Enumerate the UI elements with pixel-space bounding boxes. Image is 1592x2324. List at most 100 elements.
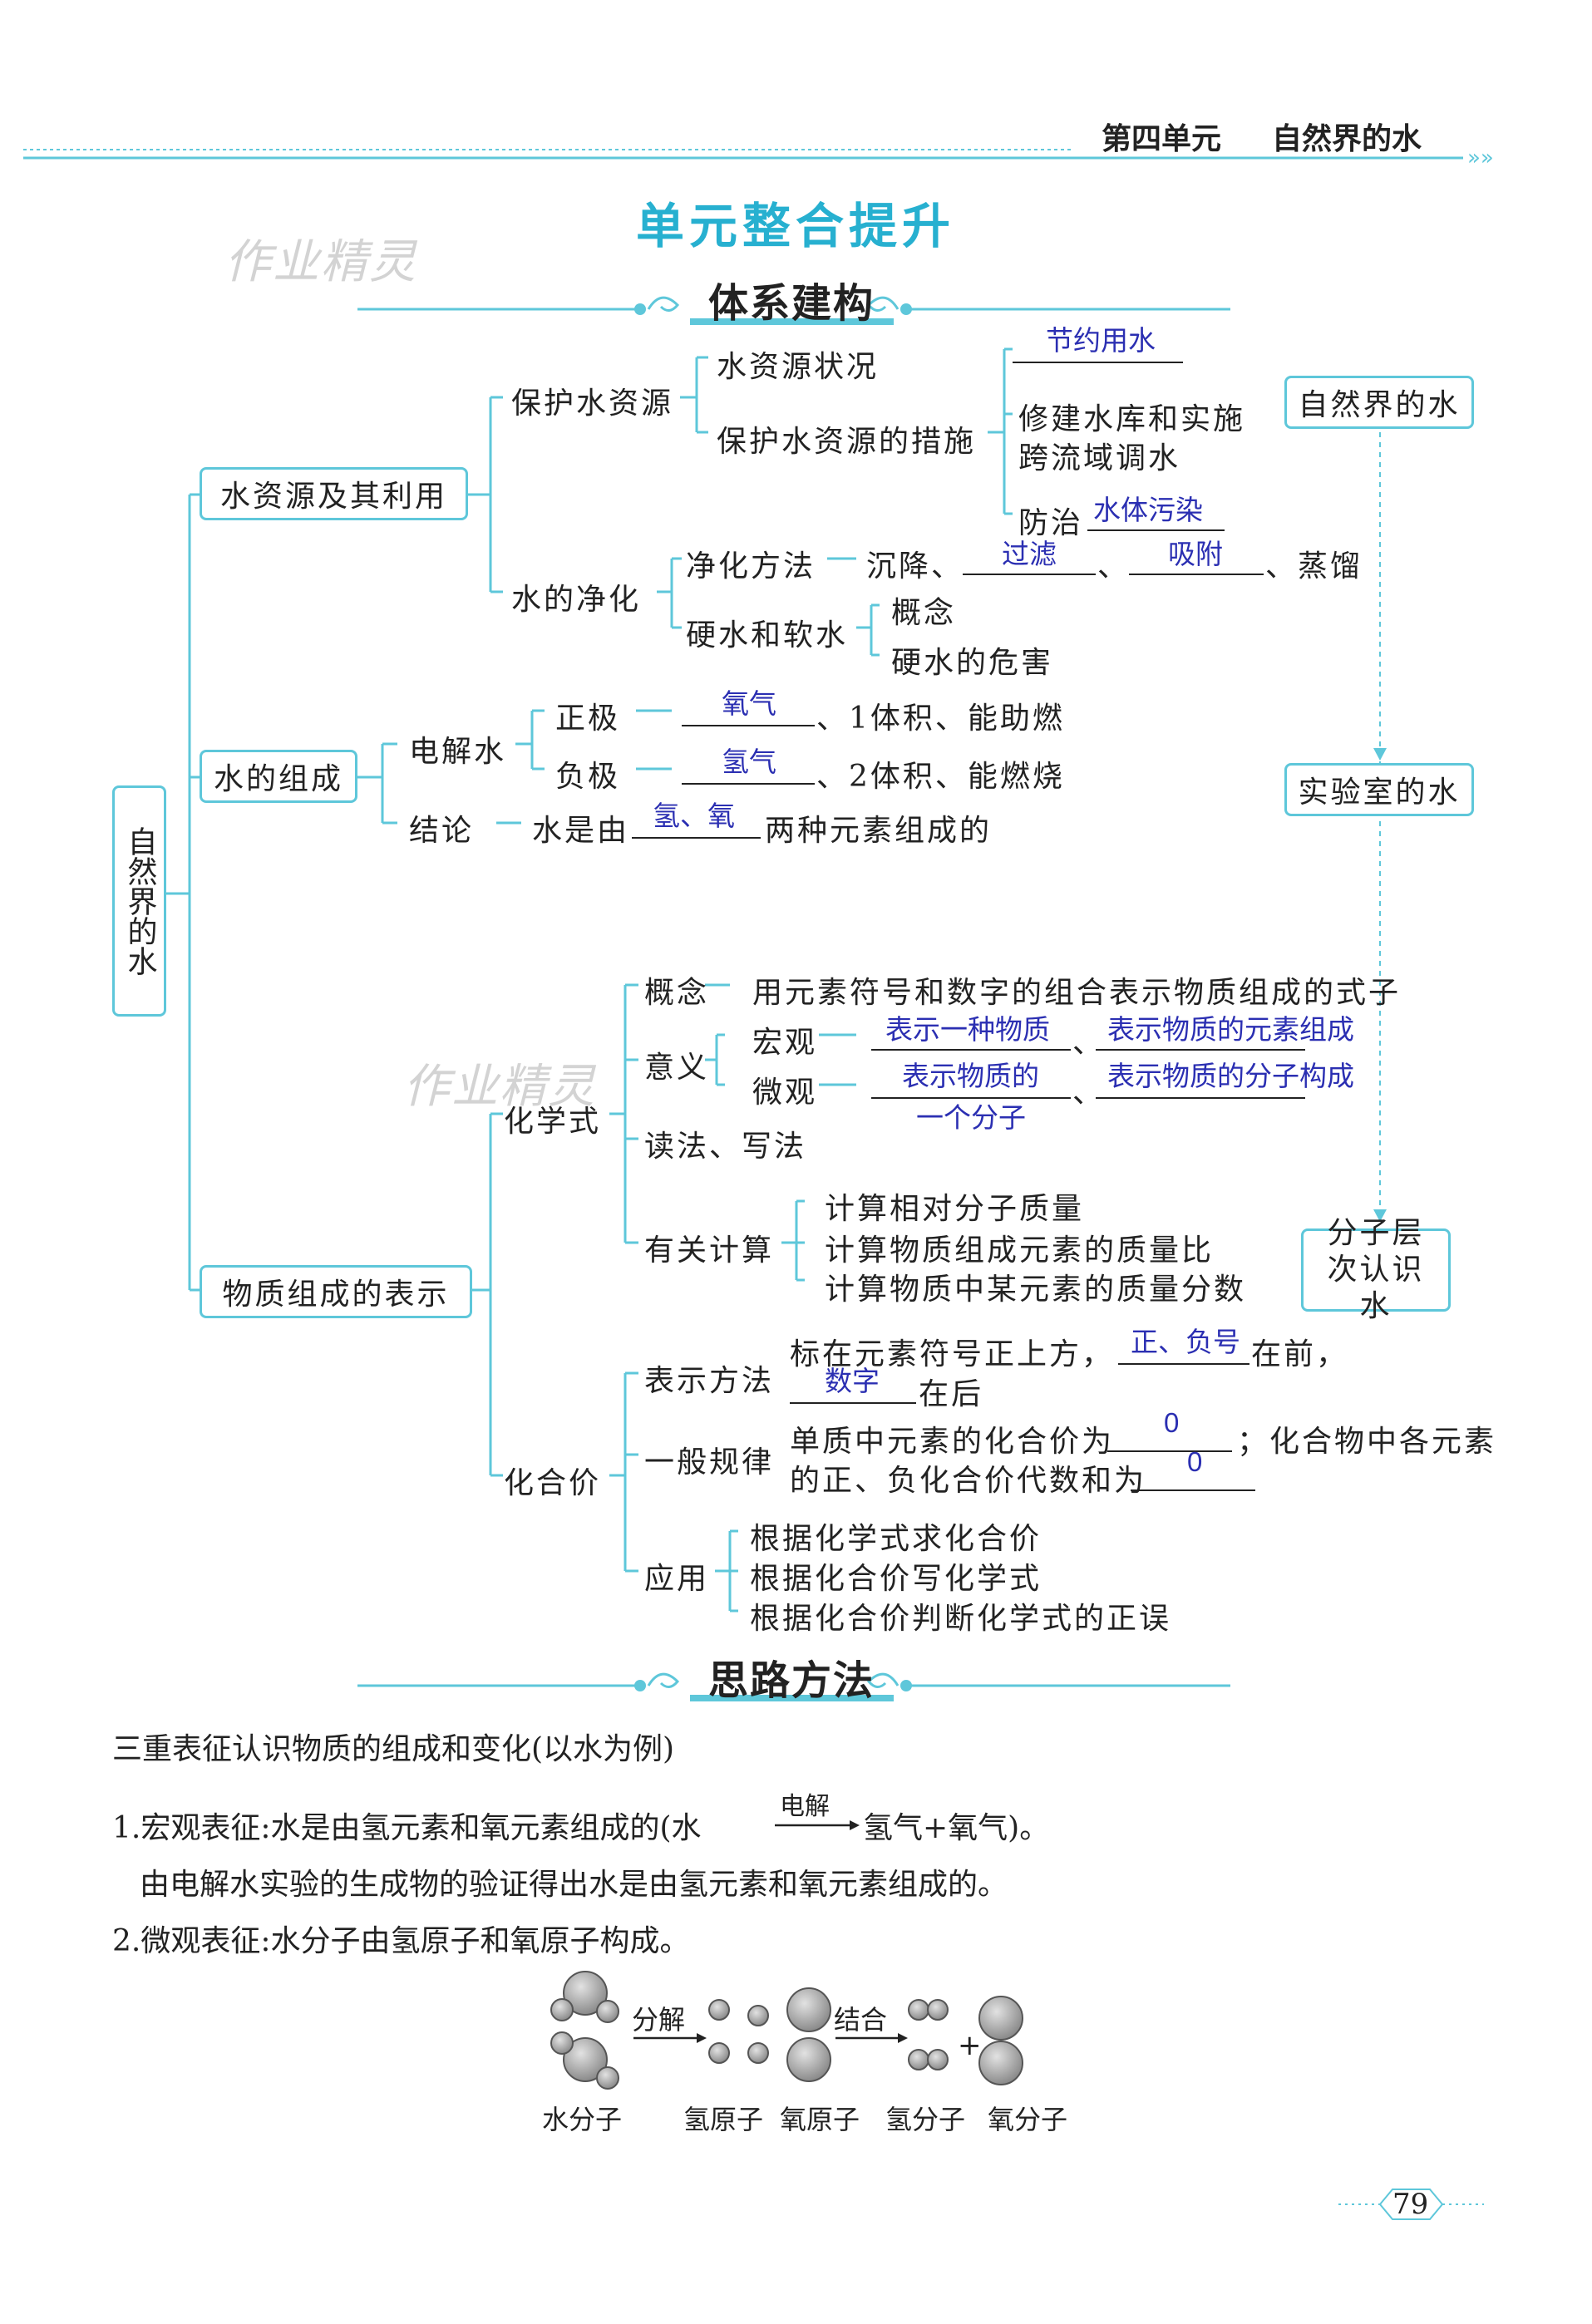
read-write: 读法、写法 bbox=[644, 1130, 807, 1164]
apply-1: 根据化学式求化合价 bbox=[750, 1522, 1042, 1556]
valence-rule: 一般规律 bbox=[644, 1445, 775, 1480]
blank-zero-1 bbox=[1107, 1450, 1232, 1452]
answer-micro-2: 表示物质的分子构成 bbox=[1107, 1061, 1354, 1091]
root-label: 自然界的水 bbox=[122, 826, 157, 976]
svg-text:+: + bbox=[958, 2029, 982, 2062]
answer-elements: 氢、氧 bbox=[653, 800, 735, 831]
valence-method: 表示方法 bbox=[644, 1364, 775, 1398]
positive-electrode: 正极 bbox=[555, 702, 621, 736]
prevent: 防治 bbox=[1018, 506, 1084, 540]
right-box-lab-water: 实验室的水 bbox=[1284, 763, 1474, 816]
blank-adsorb bbox=[1129, 574, 1264, 575]
rule-text-2: ；化合物中各元素 bbox=[1237, 1425, 1497, 1459]
unit-topic: 自然界的水 bbox=[1272, 122, 1422, 156]
blank-micro-1 bbox=[871, 1097, 1071, 1099]
answer-macro-2: 表示物质的元素组成 bbox=[1107, 1014, 1354, 1045]
label-water-molecule: 水分子 bbox=[542, 2104, 623, 2135]
valence-apply: 应用 bbox=[644, 1562, 710, 1596]
answer-macro-1: 表示一种物质 bbox=[885, 1014, 1050, 1045]
blank-macro-1 bbox=[871, 1049, 1071, 1051]
blank-macro-2 bbox=[1096, 1049, 1305, 1051]
answer-micro-1a: 表示物质的 bbox=[902, 1061, 1039, 1091]
protect-measures: 保护水资源的措施 bbox=[717, 425, 977, 459]
blank-digit bbox=[790, 1402, 916, 1404]
watermark-top: 作业精灵 bbox=[224, 235, 417, 289]
label-oxygen-atom: 氧原子 bbox=[780, 2104, 860, 2135]
purify-method: 净化方法 bbox=[686, 549, 816, 583]
micro: 微观 bbox=[752, 1076, 818, 1110]
root-box: 自然界的水 bbox=[112, 785, 166, 1017]
section2-banner-deco bbox=[357, 1672, 1230, 1701]
blank-elements bbox=[632, 837, 761, 839]
water-transfer: 跨流域调水 bbox=[1018, 441, 1181, 475]
valence: 化合价 bbox=[504, 1466, 602, 1500]
answer-micro-1b: 一个分子 bbox=[916, 1102, 1026, 1133]
answer-digit: 数字 bbox=[825, 1366, 880, 1396]
node-water-resources: 水资源及其利用 bbox=[200, 467, 468, 520]
blank-micro-2 bbox=[1096, 1097, 1305, 1099]
blank-filter bbox=[963, 574, 1096, 575]
water-status: 水资源状况 bbox=[717, 350, 880, 384]
hard-water-concept: 概念 bbox=[891, 596, 957, 630]
negative-electrode: 负极 bbox=[555, 760, 621, 794]
hard-water-harm: 硬水的危害 bbox=[891, 646, 1054, 680]
apply-3: 根据化合价判断化学式的正误 bbox=[750, 1602, 1172, 1636]
molecule-diagram: + bbox=[550, 1971, 1023, 2090]
unit-label: 第四单元 bbox=[1102, 122, 1222, 156]
decompose-label: 分解 bbox=[632, 2004, 686, 2036]
valence-method-text: 标在元素符号正上方， bbox=[790, 1337, 1115, 1371]
electrolysis-arrow-label: 电解 bbox=[780, 1792, 830, 1821]
label-hydrogen-molecule: 氢分子 bbox=[885, 2104, 966, 2135]
blank-pollution bbox=[1087, 529, 1225, 531]
page-title: 单元整合提升 bbox=[636, 198, 956, 254]
formula-concept-text: 用元素符号和数字的组合表示物质组成的式子 bbox=[752, 976, 1402, 1010]
blank-sign bbox=[1118, 1363, 1249, 1365]
section-title-structure: 体系建构 bbox=[708, 280, 875, 327]
blank-hydrogen bbox=[682, 783, 815, 785]
macro-statement-b: 氢气+氧气)。 bbox=[863, 1811, 1050, 1845]
micro-statement: 2.微观表征:水分子由氢原子和氧原子构成。 bbox=[112, 1924, 690, 1958]
formula-meaning: 意义 bbox=[644, 1051, 710, 1085]
answer-filter: 过滤 bbox=[1002, 539, 1057, 569]
protect-water: 保护水资源 bbox=[511, 387, 674, 421]
formula-concept: 概念 bbox=[644, 976, 710, 1010]
settle: 沉降、 bbox=[866, 549, 964, 583]
valence-back: 在后 bbox=[919, 1377, 984, 1411]
node-substance-representation: 物质组成的表示 bbox=[200, 1265, 472, 1318]
right-box-molecular-water: 分子层次认识水 bbox=[1301, 1216, 1451, 1323]
calc-1: 计算相对分子质量 bbox=[825, 1192, 1085, 1226]
answer-hydrogen: 氢气 bbox=[722, 746, 776, 777]
rule-text-1: 单质中元素的化合价为 bbox=[790, 1425, 1115, 1459]
blank-oxygen bbox=[682, 725, 815, 726]
macro: 宏观 bbox=[752, 1026, 818, 1060]
water-purification: 水的净化 bbox=[511, 583, 642, 617]
apply-2: 根据化合价写化学式 bbox=[750, 1562, 1042, 1596]
valence-front: 在前， bbox=[1251, 1337, 1349, 1371]
answer-adsorb: 吸附 bbox=[1168, 539, 1223, 569]
section-title-methods: 思路方法 bbox=[708, 1657, 875, 1704]
right-box-natural-water: 自然界的水 bbox=[1284, 376, 1474, 429]
svg-text:»»: »» bbox=[1467, 145, 1494, 170]
two-elements: 两种元素组成的 bbox=[765, 814, 993, 848]
page-number-deco bbox=[1338, 2189, 1484, 2220]
combine-label: 结合 bbox=[834, 2004, 888, 2036]
answer-pollution: 水体污染 bbox=[1093, 495, 1203, 525]
chemical-formula: 化学式 bbox=[504, 1105, 602, 1139]
label-oxygen-molecule: 氧分子 bbox=[988, 2104, 1068, 2135]
blank-zero-2 bbox=[1131, 1489, 1255, 1491]
hard-soft-water: 硬水和软水 bbox=[686, 618, 849, 652]
sep-1: 、 bbox=[1097, 549, 1131, 583]
micro-sep: 、 bbox=[1072, 1076, 1106, 1110]
answer-zero-2: 0 bbox=[1187, 1446, 1203, 1477]
answer-oxygen: 氧气 bbox=[722, 688, 776, 719]
calc-3: 计算物质中某元素的质量分数 bbox=[825, 1273, 1247, 1307]
calc-2: 计算物质组成元素的质量比 bbox=[825, 1233, 1215, 1268]
methods-intro: 三重表征认识物质的组成和变化(以水为例) bbox=[112, 1732, 675, 1766]
answer-save-water: 节约用水 bbox=[1046, 325, 1156, 356]
watermark-middle: 作业精灵 bbox=[403, 1060, 596, 1114]
rule-text-3: 的正、负化合价代数和为 bbox=[790, 1464, 1147, 1498]
negative-desc: 、2体积、能燃烧 bbox=[816, 760, 1065, 794]
answer-zero-1: 0 bbox=[1164, 1407, 1180, 1438]
water-made-of: 水是由 bbox=[532, 814, 630, 848]
